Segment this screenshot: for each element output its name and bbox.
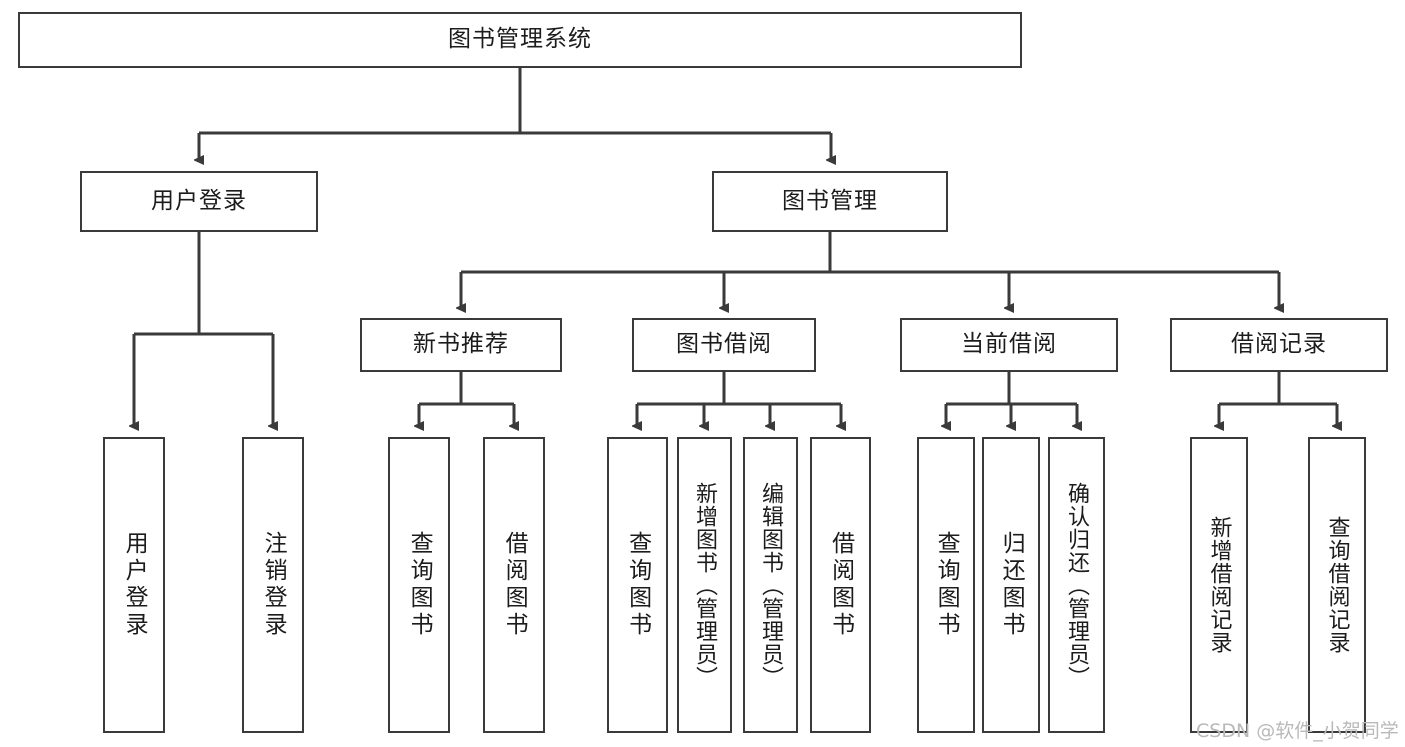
node-user-login-label: 用户登录 <box>151 187 247 214</box>
node-borrow-record[interactable]: 借阅记录 <box>1170 318 1388 372</box>
node-root[interactable]: 图书管理系统 <box>18 12 1022 68</box>
node-current-borrow[interactable]: 当前借阅 <box>900 318 1118 372</box>
leaf-node[interactable]: 归还图书 <box>982 437 1040 733</box>
csdn-watermark: CSDN @软件_小贺同学 <box>1196 720 1399 742</box>
leaf-node[interactable]: 新增图书（管理员） <box>677 437 732 733</box>
leaf-node[interactable]: 新增借阅记录 <box>1190 437 1248 733</box>
node-book-borrow-label: 图书借阅 <box>676 331 772 358</box>
leaf-node-label: 查询借阅记录 <box>1324 516 1350 654</box>
leaf-node-label: 确认归还（管理员） <box>1064 481 1090 689</box>
leaf-node[interactable]: 编辑图书（管理员） <box>743 437 798 733</box>
leaf-node[interactable]: 查询图书 <box>607 437 668 733</box>
leaf-node-label: 新增借阅记录 <box>1206 516 1232 654</box>
leaf-node-label: 查询图书 <box>933 531 960 639</box>
leaf-node-label: 编辑图书（管理员） <box>758 481 784 689</box>
node-root-label: 图书管理系统 <box>448 26 592 53</box>
node-new-book-recommend[interactable]: 新书推荐 <box>360 318 562 372</box>
node-new-book-recommend-label: 新书推荐 <box>413 331 509 358</box>
leaf-node-label: 注销登录 <box>260 531 287 639</box>
leaf-node[interactable]: 查询图书 <box>917 437 975 733</box>
leaf-node-label: 查询图书 <box>406 531 433 639</box>
node-user-login[interactable]: 用户登录 <box>80 171 318 232</box>
leaf-node-label: 借阅图书 <box>827 531 854 639</box>
leaf-node[interactable]: 借阅图书 <box>810 437 871 733</box>
leaf-node-label: 用户登录 <box>121 531 148 639</box>
leaf-node[interactable]: 查询借阅记录 <box>1308 437 1366 733</box>
leaf-node[interactable]: 查询图书 <box>388 437 450 733</box>
leaf-node[interactable]: 用户登录 <box>103 437 165 733</box>
node-book-management[interactable]: 图书管理 <box>712 171 948 232</box>
leaf-node-label: 新增图书（管理员） <box>692 481 718 689</box>
node-book-borrow[interactable]: 图书借阅 <box>632 318 816 372</box>
node-book-management-label: 图书管理 <box>782 187 878 214</box>
leaf-node[interactable]: 借阅图书 <box>483 437 545 733</box>
leaf-node-label: 查询图书 <box>624 531 651 639</box>
node-borrow-record-label: 借阅记录 <box>1231 331 1327 358</box>
leaf-node[interactable]: 注销登录 <box>242 437 304 733</box>
node-current-borrow-label: 当前借阅 <box>961 331 1057 358</box>
leaf-node[interactable]: 确认归还（管理员） <box>1048 437 1105 733</box>
leaf-node-label: 借阅图书 <box>501 531 528 639</box>
leaf-node-label: 归还图书 <box>998 531 1025 639</box>
